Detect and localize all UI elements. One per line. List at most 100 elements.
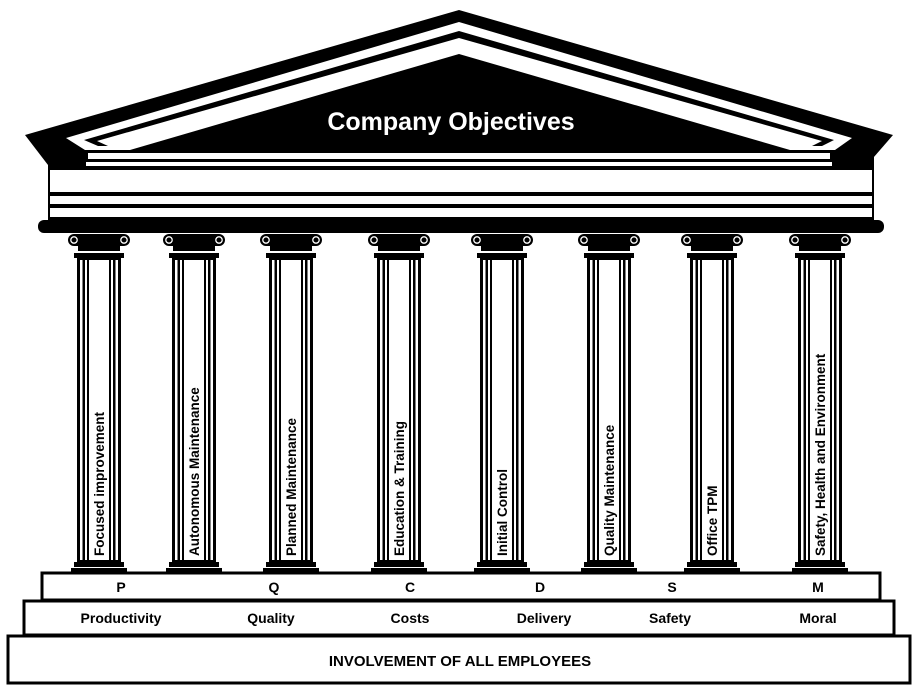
pillar-flute — [625, 260, 628, 560]
entablature-line-2 — [86, 162, 832, 166]
pillar-plinth — [166, 568, 222, 574]
pillar-flute — [411, 260, 413, 560]
pillar-flute — [85, 260, 87, 560]
pillar-panel — [702, 260, 722, 560]
architrave — [38, 220, 884, 233]
objective-word: Moral — [799, 610, 836, 626]
pillar-panel — [89, 260, 109, 560]
pillar-panel — [184, 260, 204, 560]
pillar-label: Office TPM — [705, 485, 720, 556]
volute-right-icon — [523, 236, 531, 244]
volute-right-icon — [312, 236, 320, 244]
pillar-flute — [272, 260, 275, 560]
volute-left-icon — [262, 236, 270, 244]
pillar-echinus — [78, 246, 120, 251]
roof-title: Company Objectives — [327, 108, 574, 136]
pillar-echinus — [173, 246, 215, 251]
objective-letter: S — [667, 579, 676, 595]
pillar-plinth — [371, 568, 427, 574]
entablature-band-2 — [50, 196, 872, 204]
pillar-echinus — [481, 246, 523, 251]
pillar-flute — [210, 260, 213, 560]
pillar: Quality Maintenance — [578, 234, 640, 574]
pillar-flute — [836, 260, 839, 560]
pillar-flute — [415, 260, 418, 560]
pillar-flute — [115, 260, 118, 560]
step-letters — [40, 571, 882, 602]
pillar-flute — [180, 260, 182, 560]
foundation: INVOLVEMENT OF ALL EMPLOYEES — [6, 634, 912, 685]
pillar-capital — [471, 234, 533, 246]
pillar-flute — [518, 260, 521, 560]
objective-word: Costs — [391, 610, 430, 626]
objective-letter: Q — [269, 579, 280, 595]
pillar: Focused improvement — [68, 234, 130, 574]
pillar-flute — [380, 260, 383, 560]
pillar-abacus — [687, 253, 737, 258]
pillar-base — [584, 562, 634, 567]
objective-word: Safety — [649, 610, 691, 626]
entablature — [38, 150, 884, 233]
volute-left-icon — [70, 236, 78, 244]
volute-right-icon — [733, 236, 741, 244]
objective-letter: C — [405, 579, 415, 595]
pillar-capital — [681, 234, 743, 246]
pillar-echinus — [691, 246, 733, 251]
pillar-flute — [277, 260, 279, 560]
pillar-flute — [590, 260, 593, 560]
pillar-capital — [368, 234, 430, 246]
pillar-label: Safety, Health and Environment — [813, 353, 828, 556]
pillar: Initial Control — [471, 234, 533, 574]
pillar-base — [374, 562, 424, 567]
pillar-flute — [307, 260, 310, 560]
pillar-flute — [111, 260, 113, 560]
pillar-flute — [724, 260, 726, 560]
pillar-label: Autonomous Maintenance — [187, 387, 202, 556]
pillar-flute — [483, 260, 486, 560]
pillar-base — [266, 562, 316, 567]
volute-left-icon — [165, 236, 173, 244]
pillar-capital — [578, 234, 640, 246]
pillar-label: Initial Control — [495, 469, 510, 556]
pillar-label: Quality Maintenance — [602, 424, 617, 556]
pillar-flute — [488, 260, 490, 560]
pillar-plinth — [71, 568, 127, 574]
volute-left-icon — [580, 236, 588, 244]
pillar-abacus — [477, 253, 527, 258]
entablature-band-1 — [50, 170, 872, 192]
pillar-base — [74, 562, 124, 567]
pillar-plinth — [792, 568, 848, 574]
pillar-base — [169, 562, 219, 567]
pillar-base — [795, 562, 845, 567]
pillar-plinth — [263, 568, 319, 574]
pillar: Autonomous Maintenance — [163, 234, 225, 574]
pillar-base — [687, 562, 737, 567]
pillar-plinth — [581, 568, 637, 574]
pillar: Office TPM — [681, 234, 743, 574]
objective-word: Delivery — [517, 610, 572, 626]
pillar-capital — [163, 234, 225, 246]
objective-word: Quality — [247, 610, 295, 626]
pillar-echinus — [799, 246, 841, 251]
pillar: Education & Training — [368, 234, 430, 574]
pillar-abacus — [266, 253, 316, 258]
pillar-flute — [514, 260, 516, 560]
pillar-abacus — [74, 253, 124, 258]
pillar-abacus — [169, 253, 219, 258]
pillar-panel — [599, 260, 619, 560]
volute-right-icon — [841, 236, 849, 244]
pillar-base — [477, 562, 527, 567]
pillar-flute — [80, 260, 83, 560]
volute-right-icon — [420, 236, 428, 244]
pillar-flute — [595, 260, 597, 560]
foundation-frame — [6, 634, 912, 685]
pillar-flute — [728, 260, 731, 560]
objective-word: Productivity — [81, 610, 162, 626]
pillar-echinus — [378, 246, 420, 251]
pillar-label: Planned Maintenance — [284, 417, 299, 556]
pillar-capital — [789, 234, 851, 246]
pillar-flute — [303, 260, 305, 560]
volute-right-icon — [120, 236, 128, 244]
volute-left-icon — [791, 236, 799, 244]
pillar-capital — [260, 234, 322, 246]
